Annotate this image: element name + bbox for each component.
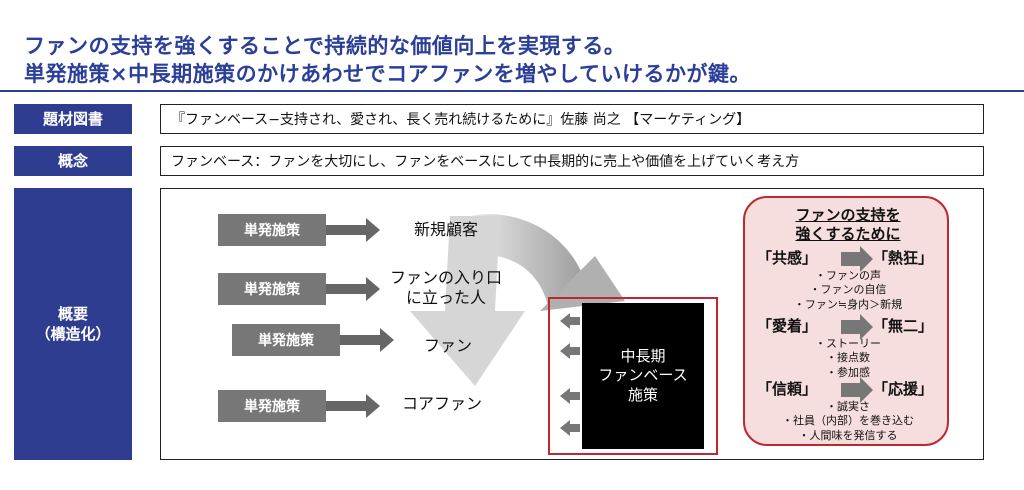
arrow-icon bbox=[841, 246, 873, 272]
book-label: 題材図書 bbox=[14, 104, 132, 134]
segment-entry: ファンの入り口 に立った人 bbox=[390, 268, 502, 308]
overview-label: 概要 （構造化） bbox=[14, 188, 132, 460]
arrow-icon bbox=[841, 377, 873, 403]
callout-title-line1: ファンの支持を bbox=[795, 206, 901, 224]
concept-value: ファンベース：ファンを大切にし、ファンをベースにして中長期的に売上や価値を上げて… bbox=[160, 146, 984, 176]
concept-label: 概念 bbox=[14, 146, 132, 176]
title-line-2: 単発施策×中長期施策のかけあわせでコアファンを増やしていけるかが鍵。 bbox=[24, 62, 751, 86]
arrow-icon bbox=[326, 277, 380, 301]
book-value: 『ファンベース−支持され、愛され、長く売れ続けるために』佐藤 尚之 【マーケティ… bbox=[160, 104, 984, 134]
overview-label-line2: （構造化） bbox=[35, 325, 111, 343]
note: ・誠実さ bbox=[826, 400, 870, 413]
left-arrow-icon bbox=[560, 420, 580, 436]
support-callout: ファンの支持を 強くするために 「共感」 「熱狂」 ・ファンの声 ・ファンの自信… bbox=[743, 196, 949, 446]
note: ・接点数 bbox=[826, 351, 870, 365]
note: ・ファン≒身内＞新規 bbox=[793, 297, 903, 311]
single-campaign-box-2: 単発施策 bbox=[218, 273, 326, 305]
midlong-line3: 施策 bbox=[627, 385, 658, 404]
midlong-line2: ファンベース bbox=[598, 366, 688, 385]
note: ・ストーリー bbox=[815, 337, 881, 350]
callout-title-line2: 強くするために bbox=[795, 225, 901, 243]
arrow-icon bbox=[326, 394, 380, 418]
segment-core: コアファン bbox=[402, 394, 483, 413]
pair1-from: 「共感」 bbox=[757, 249, 818, 267]
title-divider bbox=[0, 90, 1024, 92]
pair2-to: 「無二」 bbox=[873, 317, 934, 335]
pair3-to: 「応援」 bbox=[873, 380, 934, 398]
single-campaign-box-4: 単発施策 bbox=[218, 390, 326, 422]
arrow-icon bbox=[340, 328, 394, 352]
note: ・ファンの自信 bbox=[809, 283, 887, 297]
pair3-from: 「信頼」 bbox=[757, 380, 818, 398]
single-campaign-box-3: 単発施策 bbox=[232, 324, 340, 356]
title-line-1: ファンの支持を強くすることで持続的な価値向上を実現する。 bbox=[24, 34, 626, 58]
midlong-line1: 中長期 bbox=[620, 346, 666, 365]
overview-label-line1: 概要 bbox=[57, 304, 88, 323]
segment-new: 新規顧客 bbox=[414, 220, 479, 239]
note: ・社員（内部）を巻き込む bbox=[782, 414, 914, 428]
left-arrow-icon bbox=[560, 388, 580, 404]
left-arrow-icon bbox=[560, 313, 580, 329]
segment-entry-line1: ファンの入り口 bbox=[390, 268, 503, 287]
midlong-frame bbox=[548, 297, 718, 455]
note: ・参加感 bbox=[826, 365, 870, 379]
midlong-box: 中長期 ファンベース 施策 bbox=[582, 303, 704, 449]
arrow-icon bbox=[326, 218, 380, 242]
segment-fan: ファン bbox=[424, 336, 473, 355]
single-campaign-box-1: 単発施策 bbox=[218, 214, 326, 246]
arrow-icon bbox=[841, 314, 873, 340]
pair2-from: 「愛着」 bbox=[757, 317, 818, 335]
pair3-notes: ・誠実さ ・社員（内部）を巻き込む ・人間味を発信する bbox=[745, 400, 951, 443]
pair2-notes: ・ストーリー ・接点数 ・参加感 bbox=[745, 337, 951, 380]
note: ・ファンの声 bbox=[815, 269, 881, 282]
pair1-to: 「熱狂」 bbox=[873, 249, 934, 267]
pair1-notes: ・ファンの声 ・ファンの自信 ・ファン≒身内＞新規 bbox=[745, 269, 951, 312]
left-arrow-icon bbox=[560, 343, 580, 359]
note: ・人間味を発信する bbox=[798, 428, 898, 442]
segment-entry-line2: に立った人 bbox=[406, 288, 487, 307]
